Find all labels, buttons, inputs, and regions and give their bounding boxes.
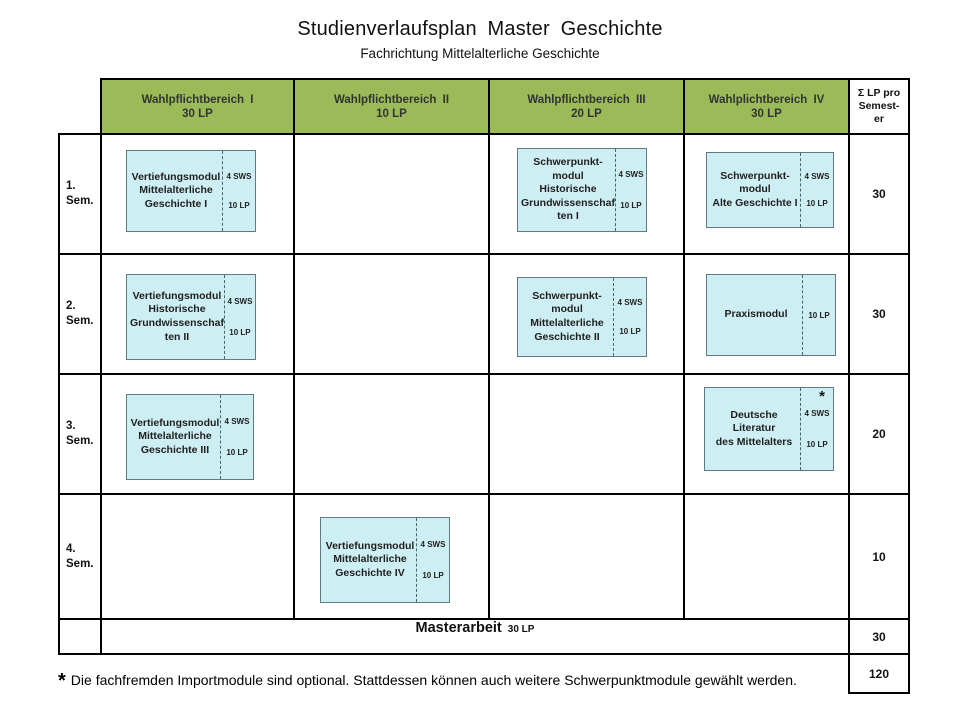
module-lp: 10 LP	[620, 200, 642, 210]
header-lp: 30 LP	[751, 107, 782, 120]
page-title: Studienverlaufsplan Master Geschichte	[297, 18, 663, 40]
module-title: Deutsche Literatur des Mittelalters	[715, 408, 793, 448]
footnote-text: Die fachfremden Importmodule sind option…	[70, 672, 797, 688]
module-lp: 10 LP	[619, 327, 641, 336]
header-lp: 30 LP	[182, 107, 213, 120]
module-vertiefungsmodul-historische-grundwissenschaften-2: Vertiefungsmodul Historische Grundwissen…	[126, 274, 256, 360]
sum-cell-masterarbeit: 30	[848, 618, 910, 655]
module-divider	[800, 153, 801, 227]
grid-cell-r4c3	[488, 493, 685, 620]
module-divider	[613, 278, 614, 356]
footnote-star-marker: *	[819, 388, 825, 405]
module-title: Vertiefungsmodul Historische Grundwissen…	[130, 289, 224, 343]
masterarbeit-label: Masterarbeit	[415, 620, 502, 636]
header-sum-lp-pro-semester: Σ LP pro Semest- er	[848, 78, 910, 135]
module-title: Vertiefungsmodul Mittelalterliche Geschi…	[130, 416, 220, 456]
module-sws: 4 SWS	[617, 298, 643, 307]
module-lp: 10 LP	[806, 199, 828, 209]
masterarbeit-lp: 30 LP	[507, 624, 535, 635]
footnote-star: *	[58, 670, 66, 692]
module-divider	[222, 151, 223, 231]
header-wahlpflichtbereich-2: Wahlpflichtbereich II 10 LP	[293, 78, 490, 135]
grid-cell-r4c4	[683, 493, 850, 620]
module-title: Vertiefungsmodul Mittelalterliche Geschi…	[325, 539, 415, 579]
module-title: Schwerpunkt- modul Alte Geschichte I	[712, 169, 798, 209]
page-subtitle: Fachrichtung Mittelalterliche Geschichte	[360, 46, 600, 61]
module-divider	[614, 149, 616, 231]
module-divider	[800, 388, 801, 470]
grid-cell-r1c2	[293, 133, 490, 255]
sum-cell-sem3: 20	[848, 373, 910, 495]
module-divider	[802, 275, 803, 355]
module-divider	[223, 275, 225, 359]
sem-label-2: 2. Sem.	[58, 253, 102, 375]
module-title: Schwerpunkt- modul Mittelalterliche Gesc…	[530, 289, 604, 343]
grid-cell-r3c3	[488, 373, 685, 495]
module-lp: 10 LP	[422, 571, 444, 580]
grid-cell-r4c1	[100, 493, 295, 620]
module-praxismodul: Praxismodul 10 LP	[706, 274, 836, 356]
header-name: Wahlpflichtbereich III	[527, 93, 646, 106]
header-lp: 20 LP	[571, 107, 602, 120]
module-sws: 4 SWS	[420, 540, 446, 549]
module-title: Vertiefungsmodul Mittelalterliche Geschi…	[131, 170, 221, 210]
module-lp: 10 LP	[228, 201, 250, 211]
module-sws: 4 SWS	[804, 409, 830, 419]
total-lp-cell: 120	[848, 653, 910, 694]
module-sws: 4 SWS	[226, 171, 252, 181]
module-divider	[220, 395, 221, 479]
sem-label-1: 1. Sem.	[58, 133, 102, 255]
sum-cell-sem1: 30	[848, 133, 910, 255]
module-title: Schwerpunkt- modul Historische Grundwiss…	[521, 155, 615, 223]
sum-cell-sem2: 30	[848, 253, 910, 375]
module-schwerpunktmodul-historische-grundwissenschaften-1: Schwerpunkt- modul Historische Grundwiss…	[517, 148, 647, 232]
header-wahlpflichtbereich-1: Wahlpflichtbereich I 30 LP	[100, 78, 295, 135]
module-sws: 4 SWS	[227, 297, 253, 306]
module-lp: 10 LP	[226, 448, 248, 457]
module-lp: 10 LP	[808, 310, 830, 320]
module-sws: 4 SWS	[224, 417, 250, 426]
module-vertiefungsmodul-mittelalterliche-geschichte-3: Vertiefungsmodul Mittelalterliche Geschi…	[126, 394, 254, 480]
sem-label-3: 3. Sem.	[58, 373, 102, 495]
grid-cell-r3c2	[293, 373, 490, 495]
sum-cell-sem4: 10	[848, 493, 910, 620]
module-schwerpunktmodul-mittelalterliche-geschichte-2: Schwerpunkt- modul Mittelalterliche Gesc…	[517, 277, 647, 357]
module-schwerpunktmodul-alte-geschichte-1: Schwerpunkt- modul Alte Geschichte I 4 S…	[706, 152, 834, 228]
module-vertiefungsmodul-mittelalterliche-geschichte-1: Vertiefungsmodul Mittelalterliche Geschi…	[126, 150, 256, 232]
module-deutsche-literatur-des-mittelalters: * Deutsche Literatur des Mittelalters 4 …	[704, 387, 834, 471]
sem-label-empty	[58, 618, 102, 655]
module-sws: 4 SWS	[618, 170, 644, 180]
header-lp: 10 LP	[376, 107, 407, 120]
module-lp: 10 LP	[806, 439, 828, 449]
sem-label-4: 4. Sem.	[58, 493, 102, 620]
footnote: *Die fachfremden Importmodule sind optio…	[58, 668, 838, 692]
header-name: Wahlpflichtbereich I	[141, 93, 254, 106]
module-divider	[416, 518, 417, 602]
header-name: Wahlpflichtbereich II	[333, 93, 450, 106]
masterarbeit-cell: Masterarbeit 30 LP	[100, 618, 850, 655]
module-lp: 10 LP	[229, 328, 251, 337]
module-title: Praxismodul	[724, 308, 788, 321]
header-wahlpflichtbereich-3: Wahlpflichtbereich III 20 LP	[488, 78, 685, 135]
module-sws: 4 SWS	[804, 171, 830, 181]
header-wahlpflichtbereich-4: Wahlplichtbereich IV 30 LP	[683, 78, 850, 135]
grid-cell-r2c2	[293, 253, 490, 375]
module-vertiefungsmodul-mittelalterliche-geschichte-4: Vertiefungsmodul Mittelalterliche Geschi…	[320, 517, 450, 603]
header-name: Wahlplichtbereich IV	[708, 93, 825, 106]
